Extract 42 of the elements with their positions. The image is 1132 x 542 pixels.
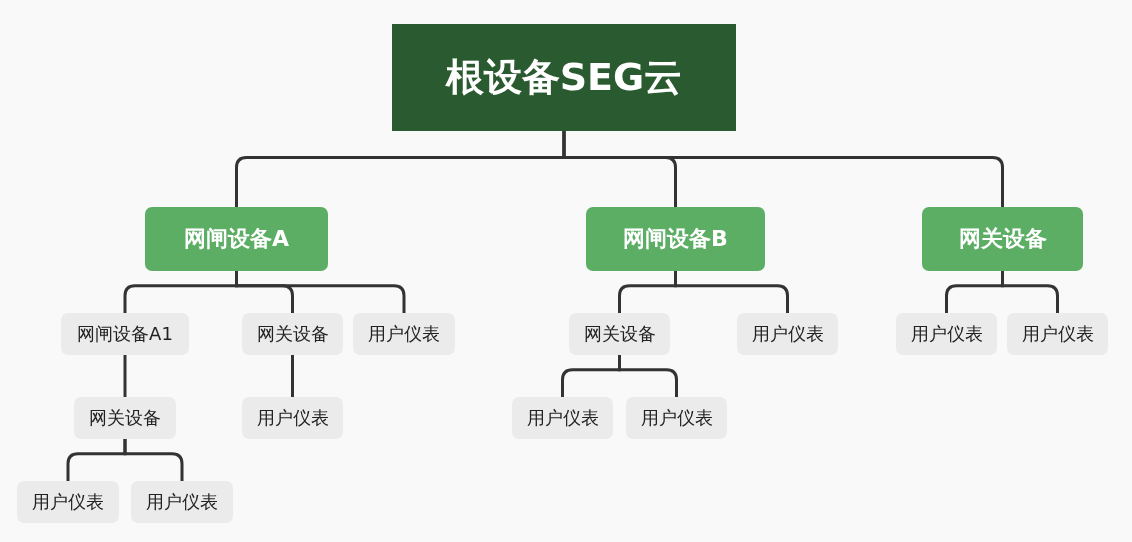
leaf-node [61, 313, 189, 355]
leaf-node [353, 313, 455, 355]
leaf-node [242, 313, 343, 355]
connector-line [123, 439, 184, 481]
connector-line [235, 271, 406, 313]
node-label: 用户仪表 [526, 406, 599, 430]
leaf-node [17, 481, 119, 523]
node-label: 网关设备 [583, 322, 656, 346]
leaf-node [896, 313, 997, 355]
connector-line [123, 355, 127, 397]
branch-node [922, 207, 1083, 271]
node-label: 用户仪表 [751, 322, 824, 346]
node-label: 用户仪表 [1021, 322, 1094, 346]
node-label: 网关设备 [89, 406, 161, 430]
leaf-node [74, 397, 176, 439]
leaf-node [131, 481, 233, 523]
node-label: 用户仪表 [146, 490, 218, 514]
leaf-node [512, 397, 613, 439]
connector-line [674, 271, 789, 313]
branch-node [145, 207, 328, 271]
connector-line [618, 355, 678, 397]
branch-node [586, 207, 765, 271]
connector-line [1001, 271, 1059, 313]
leaf-node [1007, 313, 1108, 355]
node-label: 用户仪表 [256, 406, 329, 430]
node-label: 网关设备 [256, 322, 329, 346]
node-label: 用户仪表 [32, 490, 104, 514]
node-label: 用户仪表 [910, 322, 983, 346]
root-node [392, 24, 736, 131]
node-label: 用户仪表 [640, 406, 713, 430]
connector-line [291, 355, 294, 397]
leaf-node [569, 313, 670, 355]
node-label: 网闸设备A1 [77, 322, 173, 346]
leaf-node [737, 313, 838, 355]
leaf-node [626, 397, 727, 439]
node-label: 根设备SEG云 [445, 54, 683, 101]
connector-line [562, 131, 1004, 207]
node-label: 网关设备 [958, 225, 1047, 253]
node-label: 网闸设备A [184, 225, 289, 253]
node-label: 网闸设备B [623, 225, 728, 253]
leaf-node [242, 397, 343, 439]
node-label: 用户仪表 [368, 322, 440, 346]
